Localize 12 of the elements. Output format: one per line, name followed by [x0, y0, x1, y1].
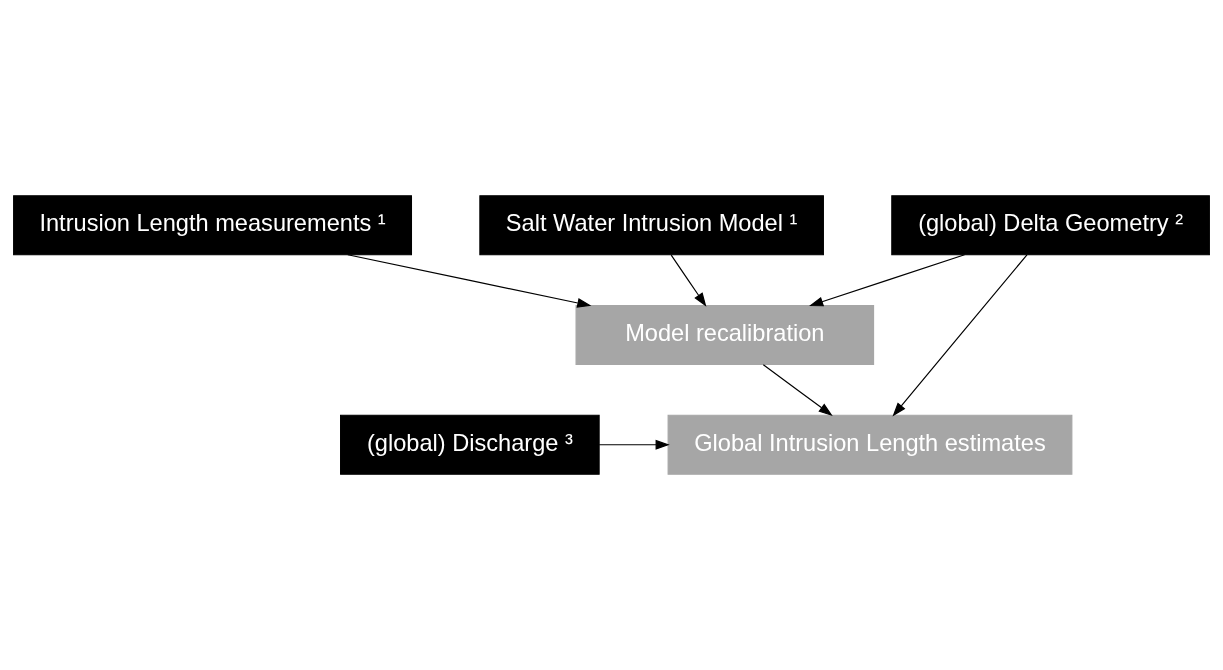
node-box: (global) Discharge ³: [340, 414, 600, 475]
node-box: (global) Delta Geometry ²: [891, 195, 1210, 256]
arrow: [762, 364, 833, 417]
arrow: [347, 254, 592, 308]
node-box: Global Intrusion Length estimates: [667, 414, 1073, 475]
node-box: Salt Water Intrusion Model ¹: [479, 195, 824, 256]
node-box: Model recalibration: [575, 304, 875, 366]
arrow: [892, 254, 1028, 417]
arrow: [598, 439, 670, 450]
arrow: [809, 254, 966, 307]
node-box: Intrusion Length measurements ¹: [13, 195, 412, 256]
arrow: [670, 254, 707, 307]
